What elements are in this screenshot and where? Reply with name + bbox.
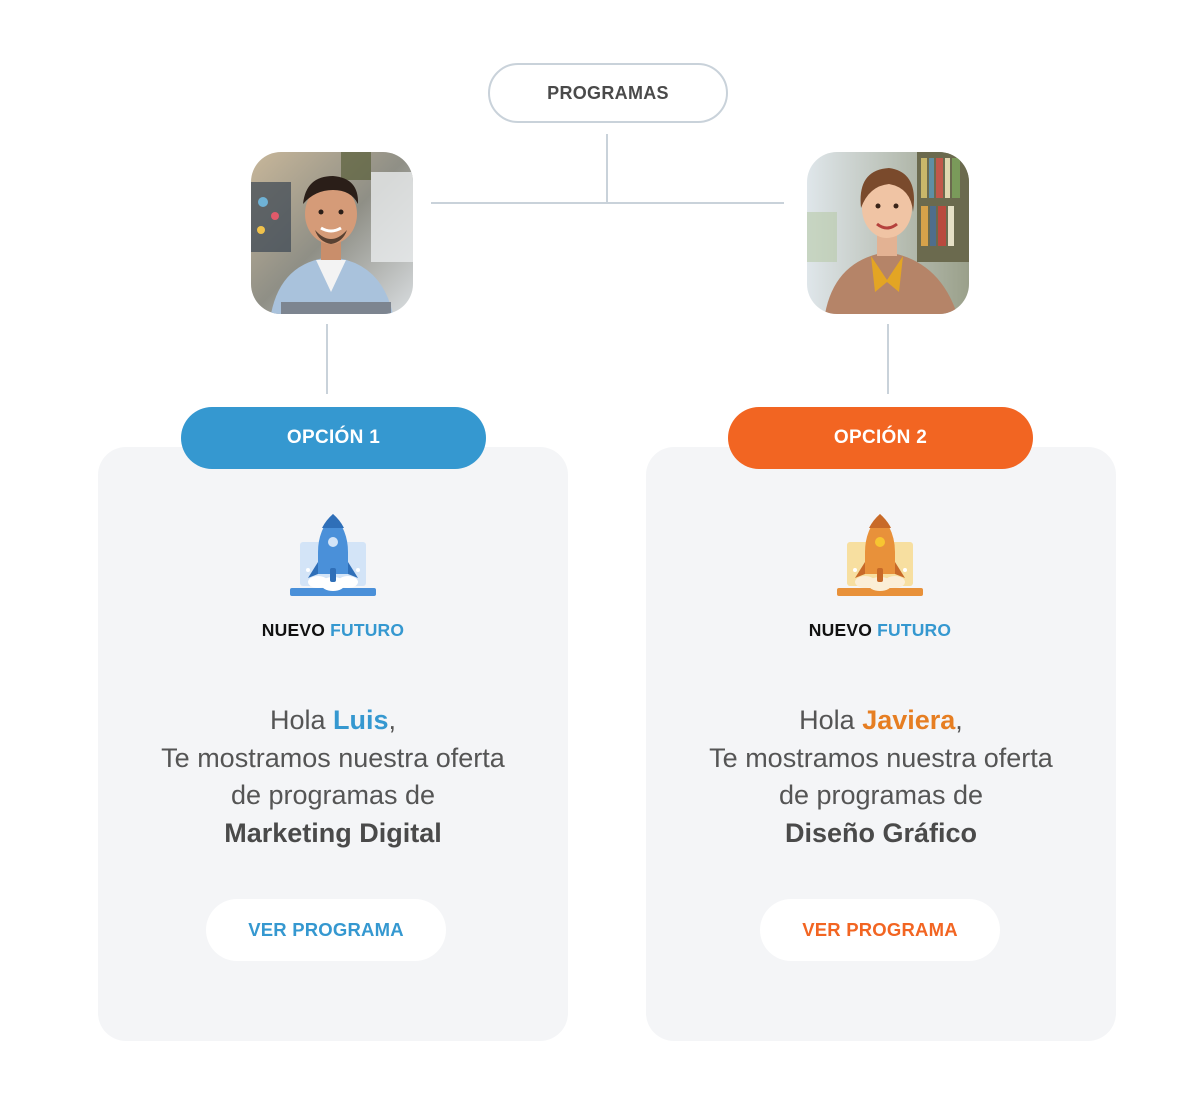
greeting-suffix: , [388, 705, 397, 735]
cta-label: VER PROGRAMA [802, 919, 958, 940]
brand-part2: FUTURO [330, 620, 405, 640]
option-badge-label: OPCIÓN 2 [833, 427, 928, 448]
brand-part1: NUEVO [261, 620, 326, 640]
root-node-programas: PROGRAMAS [488, 63, 728, 123]
option-badge-2: OPCIÓN 2 [728, 407, 1033, 469]
ver-programa-button-1[interactable]: VER PROGRAMA [206, 899, 446, 961]
greeting-text: Hola [799, 705, 863, 735]
connector-left-vertical [326, 324, 328, 394]
greeting-text: Hola [269, 705, 333, 735]
recipient-name: Javiera [862, 705, 956, 735]
greeting-suffix: , [955, 705, 963, 735]
connector-horizontal [431, 202, 784, 204]
greeting-line: Hola Luis, [98, 702, 568, 740]
ver-programa-button-2[interactable]: VER PROGRAMA [760, 899, 1000, 961]
program-name: Diseño Gráfico [784, 817, 978, 848]
connector-right-vertical [887, 324, 889, 394]
greeting-line: Hola Javiera, [646, 702, 1116, 740]
offer-line: Te mostramos nuestra oferta [161, 742, 505, 773]
programs-line: de programas de [778, 780, 984, 810]
greeting-message-1: Hola Luis, Te mostramos nuestra oferta d… [98, 702, 568, 852]
option-badge-1: OPCIÓN 1 [181, 407, 486, 469]
brand-part2: FUTURO [877, 620, 952, 640]
connector-root-vertical [606, 134, 608, 204]
greeting-message-2: Hola Javiera, Te mostramos nuestra ofert… [646, 702, 1116, 852]
brand-nuevo-futuro: NUEVO FUTURO [183, 620, 483, 641]
rocket-laptop-icon [835, 512, 925, 602]
cta-label: VER PROGRAMA [248, 919, 404, 940]
root-node-label: PROGRAMAS [547, 82, 669, 103]
avatar-luis [251, 152, 413, 314]
avatar-javiera [807, 152, 969, 314]
rocket-laptop-icon [288, 512, 378, 602]
programs-line: de programas de [230, 780, 436, 810]
option-badge-label: OPCIÓN 1 [286, 427, 381, 448]
brand-part1: NUEVO [808, 620, 873, 640]
program-name: Marketing Digital [224, 817, 442, 848]
brand-nuevo-futuro: NUEVO FUTURO [730, 620, 1030, 641]
offer-line: Te mostramos nuestra oferta [709, 742, 1053, 773]
recipient-name: Luis [333, 705, 389, 735]
